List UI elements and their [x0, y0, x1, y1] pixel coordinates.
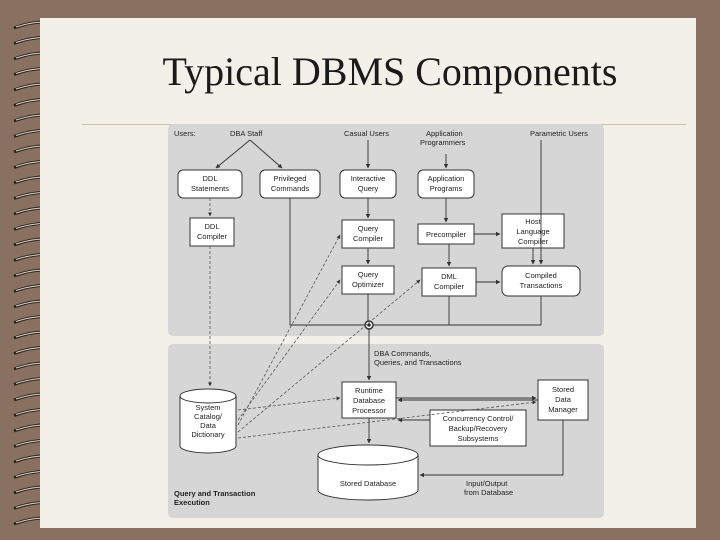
precompiler-box: Precompiler — [417, 223, 475, 245]
svg-text:Data: Data — [555, 395, 572, 404]
svg-text:System: System — [195, 403, 220, 412]
svg-text:DDL: DDL — [202, 174, 217, 183]
svg-text:Privileged: Privileged — [274, 174, 307, 183]
interactive-query-box: Interactive Query — [339, 169, 397, 199]
svg-text:Query: Query — [358, 270, 379, 279]
application-programs-box: Application Programs — [417, 169, 475, 199]
privileged-commands-box: Privileged Commands — [259, 169, 321, 199]
svg-text:DML: DML — [441, 272, 457, 281]
svg-text:Transactions: Transactions — [520, 281, 563, 290]
svg-text:Compiled: Compiled — [525, 271, 557, 280]
host-language-compiler-box: Host Language Compiler — [501, 213, 565, 249]
user-group-parametric-users: Parametric Users — [530, 129, 588, 138]
svg-text:Dictionary: Dictionary — [191, 430, 225, 439]
svg-text:DDL: DDL — [204, 222, 219, 231]
dml-compiler-box: DML Compiler — [421, 267, 477, 297]
system-catalog-cylinder: System Catalog/ Data Dictionary — [179, 388, 237, 454]
svg-text:Precompiler: Precompiler — [426, 230, 467, 239]
stored-data-manager-box: Stored Data Manager — [537, 379, 589, 421]
svg-text:Application: Application — [428, 174, 465, 183]
query-optimizer-box: Query Optimizer — [341, 265, 395, 295]
svg-text:Database: Database — [353, 396, 385, 405]
users-label: Users: — [174, 129, 196, 138]
execution-panel — [168, 344, 604, 518]
ddl-statements-box: DDL Statements — [177, 169, 243, 199]
dbms-components-diagram: Users: DBA Staff Casual Users Applicatio… — [168, 120, 606, 520]
svg-text:Compiler: Compiler — [197, 232, 228, 241]
svg-text:Query: Query — [358, 184, 379, 193]
svg-text:Concurrency Control/: Concurrency Control/ — [443, 414, 515, 423]
query-compiler-box: Query Compiler — [341, 219, 395, 249]
svg-text:Stored: Stored — [552, 385, 574, 394]
svg-text:Language: Language — [516, 227, 549, 236]
svg-text:Runtime: Runtime — [355, 386, 383, 395]
dba-commands-label: DBA Commands,Queries, and Transactions — [374, 349, 462, 367]
svg-text:Compiler: Compiler — [353, 234, 384, 243]
compiled-transactions-box: Compiled Transactions — [501, 265, 581, 297]
svg-text:Programs: Programs — [430, 184, 463, 193]
svg-text:Backup/Recovery: Backup/Recovery — [449, 424, 508, 433]
svg-text:Stored Database: Stored Database — [340, 479, 396, 488]
svg-text:Compiler: Compiler — [518, 237, 549, 246]
svg-text:Compiler: Compiler — [434, 282, 465, 291]
svg-text:Interactive: Interactive — [351, 174, 386, 183]
stored-database-cylinder: Stored Database — [317, 444, 419, 501]
concurrency-control-box: Concurrency Control/ Backup/Recovery Sub… — [429, 409, 527, 447]
svg-text:Manager: Manager — [548, 405, 578, 414]
svg-text:Optimizer: Optimizer — [352, 280, 385, 289]
svg-text:Statements: Statements — [191, 184, 229, 193]
svg-text:Data: Data — [200, 421, 217, 430]
svg-text:Processor: Processor — [352, 406, 386, 415]
svg-text:Host: Host — [525, 217, 541, 226]
svg-text:Query: Query — [358, 224, 379, 233]
svg-text:Subsystems: Subsystems — [458, 434, 499, 443]
svg-text:Catalog/: Catalog/ — [194, 412, 223, 421]
user-group-casual-users: Casual Users — [344, 129, 389, 138]
ddl-compiler-box: DDL Compiler — [189, 217, 235, 247]
user-group-dba-staff: DBA Staff — [230, 129, 263, 138]
slide-title: Typical DBMS Components — [162, 49, 618, 94]
runtime-processor-box: Runtime Database Processor — [341, 381, 397, 419]
svg-text:Commands: Commands — [271, 184, 310, 193]
